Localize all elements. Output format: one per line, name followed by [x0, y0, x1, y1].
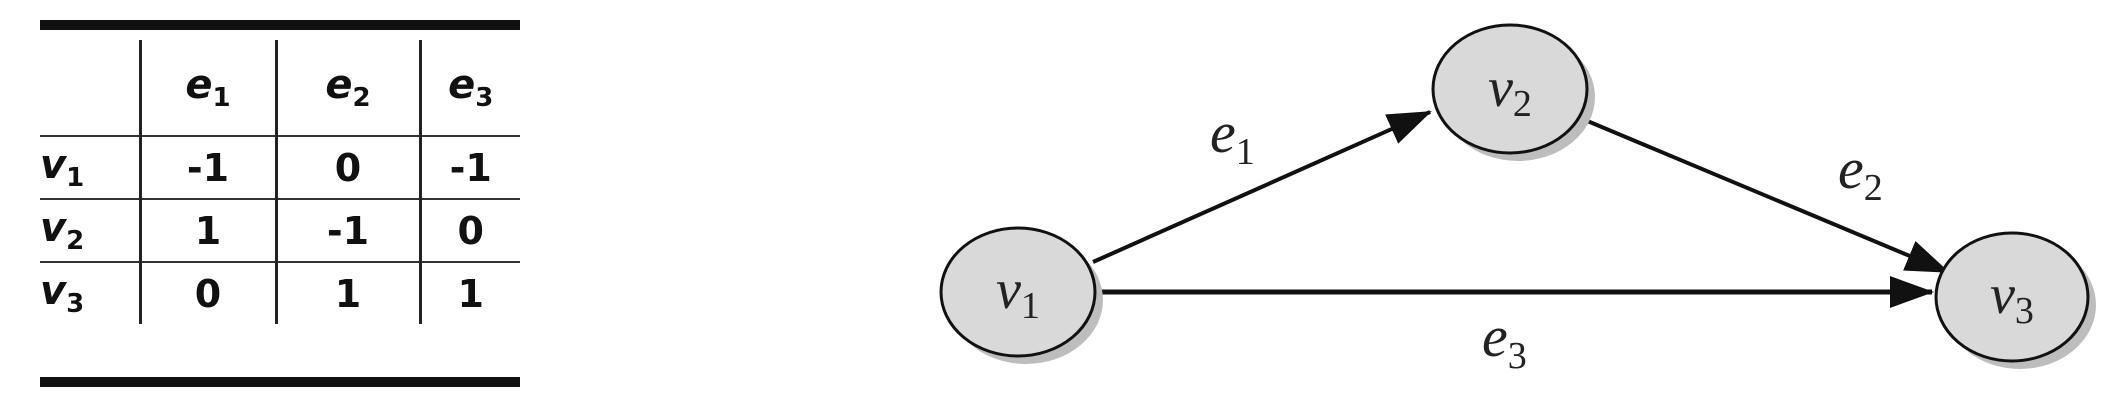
table-bottom-rule [40, 377, 520, 387]
edge-e2 [1584, 118, 1950, 274]
node-v1: v1 [939, 226, 1103, 364]
node-label-v2: v2 [1488, 57, 1532, 125]
cell-v3-e3: 1 [418, 261, 520, 324]
table-top-rule [40, 20, 520, 30]
table-header-row: e1 e2 e3 [40, 40, 520, 136]
table-row-v2: v2 1 -1 0 [40, 198, 520, 262]
table-row-v3: v3 0 1 1 [40, 261, 520, 324]
edge-e1 [1092, 110, 1432, 264]
column-header-e2: e2 [274, 40, 420, 136]
node-label-v3: v3 [1990, 264, 2034, 332]
cell-v2-e2: -1 [274, 198, 420, 262]
node-label-v1: v1 [996, 259, 1040, 327]
column-header-e1: e1 [138, 40, 276, 136]
node-v3: v3 [1934, 231, 2096, 369]
edge-label-e3: e3 [1482, 304, 1527, 377]
cell-v3-e2: 1 [274, 261, 420, 324]
cell-v1-e3: -1 [418, 135, 520, 199]
table-row-v1: v1 -1 0 -1 [40, 135, 520, 199]
cell-v1-e1: -1 [138, 135, 276, 199]
column-header-e3: e3 [418, 40, 520, 136]
row-header-v1: v1 [40, 135, 140, 199]
cell-v2-e3: 0 [418, 198, 520, 262]
cell-v3-e1: 0 [138, 261, 276, 324]
edge-label-e1: e1 [1210, 100, 1255, 173]
node-v2: v2 [1431, 23, 1595, 161]
incidence-table: e1 e2 e3 v1 -1 0 -1 v2 [40, 40, 520, 324]
cell-v2-e1: 1 [138, 198, 276, 262]
incidence-matrix: e1 e2 e3 v1 -1 0 -1 v2 [40, 20, 520, 390]
row-header-v3: v3 [40, 261, 140, 324]
cell-v1-e2: 0 [274, 135, 420, 199]
edge-label-e2: e2 [1838, 136, 1883, 209]
row-header-v2: v2 [40, 198, 140, 262]
